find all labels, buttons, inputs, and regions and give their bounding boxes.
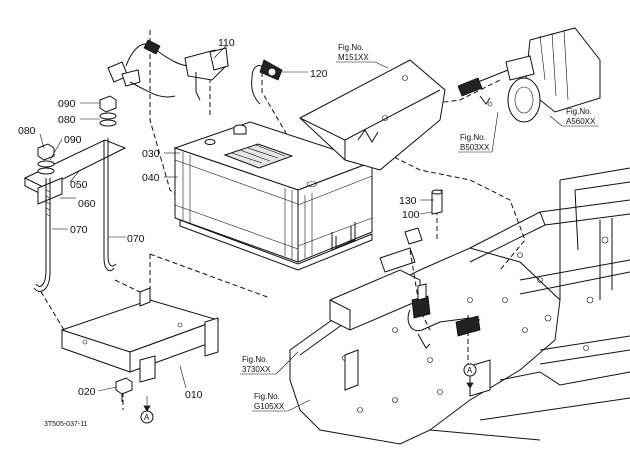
hold-down-hardware (23, 95, 127, 292)
marker-a-right: A (467, 366, 473, 375)
fig-m151-code: M151XX (338, 53, 369, 62)
chassis-frame (429, 167, 630, 441)
fig-a560-code: A560XX (566, 117, 596, 126)
label-100: 100 (402, 209, 420, 221)
label-130: 130 (399, 195, 417, 207)
label-020: 020 (78, 386, 96, 398)
fig-b503-code: B503XX (460, 143, 490, 152)
label-060: 060 (78, 198, 96, 210)
cover-panel (299, 59, 446, 171)
fig-g105-title: Fig.No. (254, 392, 280, 401)
drawing-number: 3T505-037-11 (44, 421, 88, 428)
connection-markers: A A (140, 363, 477, 424)
battery-tray (60, 287, 220, 383)
fig-3730-title: Fig.No. (242, 355, 268, 364)
label-070-left: 070 (70, 224, 88, 236)
switch-and-hose (404, 189, 481, 349)
label-010: 010 (185, 389, 203, 401)
label-090-upper: 090 (58, 98, 76, 110)
label-110: 110 (218, 37, 235, 49)
marker-a-left: A (144, 413, 150, 422)
fig-a560-title: Fig.No. (566, 107, 592, 116)
label-040: 040 (142, 172, 160, 184)
label-120: 120 (310, 68, 328, 80)
label-080-upper: 080 (58, 114, 76, 126)
starter-motor (457, 27, 601, 123)
label-050: 050 (70, 179, 88, 191)
label-070-right: 070 (127, 233, 145, 245)
fig-g105-code: G105XX (254, 402, 285, 411)
fig-b503-title: Fig.No. (460, 133, 486, 142)
fig-m151-title: Fig.No. (338, 43, 364, 52)
fig-3730-code: 3730XX (242, 365, 271, 374)
bolt-020 (115, 377, 133, 402)
label-090-left: 090 (64, 134, 82, 146)
label-030: 030 (142, 148, 160, 160)
cables (107, 39, 283, 105)
label-080-left: 080 (18, 125, 36, 137)
figure-references: Fig.No. M151XX Fig.No. A560XX Fig.No. B5… (240, 43, 598, 412)
part-labels: 110 120 090 080 080 090 030 040 050 060 … (18, 37, 434, 401)
